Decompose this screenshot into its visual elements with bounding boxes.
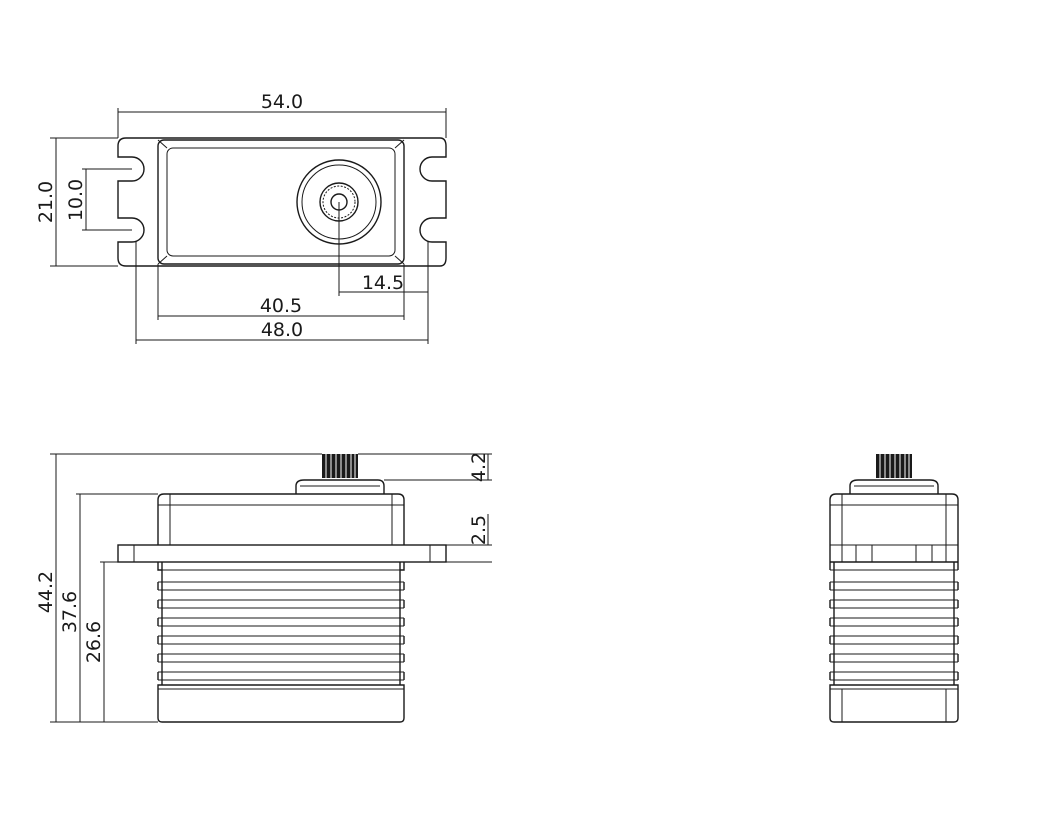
dim-label-48: 48.0 (261, 319, 303, 341)
dim-label-2-5: 2.5 (468, 515, 490, 545)
top-view-body-inner (166, 147, 396, 257)
top-view: 54.0 21.0 10.0 14.5 40.5 48.0 (35, 91, 447, 344)
side-view (829, 454, 959, 723)
front-upper-body (157, 493, 405, 545)
side-upper-body (829, 493, 959, 562)
body-corner-bl (157, 255, 168, 265)
front-view: 44.2 37.6 26.6 4.2 2.5 (35, 452, 492, 723)
dim-label-21: 21.0 (35, 181, 57, 223)
side-spline-teeth (879, 454, 910, 478)
dim-label-14-5: 14.5 (362, 272, 404, 294)
front-spline (322, 454, 358, 478)
front-boss (295, 479, 385, 494)
dim-label-10: 10.0 (65, 179, 87, 221)
dim-label-26-6: 26.6 (83, 621, 105, 663)
dim-label-37-6: 37.6 (59, 591, 81, 633)
side-boss (849, 479, 939, 494)
body-corner-tl (157, 139, 168, 149)
side-flange-ear-r (915, 544, 933, 563)
dim-label-4-2: 4.2 (468, 452, 490, 482)
top-view-outline (117, 137, 447, 267)
front-spline-teeth (325, 454, 356, 478)
side-spline (876, 454, 912, 478)
front-bottom-cover (157, 684, 405, 723)
front-flange (117, 544, 447, 563)
side-bottom-cover (829, 684, 959, 723)
body-corner-br (394, 255, 405, 265)
dim-label-44-2: 44.2 (35, 571, 57, 613)
side-flange-ear-l (855, 544, 873, 563)
top-view-body (157, 139, 405, 265)
dim-label-54: 54.0 (261, 91, 303, 113)
body-corner-tr (394, 139, 405, 149)
front-fins (157, 562, 405, 685)
side-fins (829, 562, 959, 685)
dim-label-40-5: 40.5 (260, 295, 302, 317)
